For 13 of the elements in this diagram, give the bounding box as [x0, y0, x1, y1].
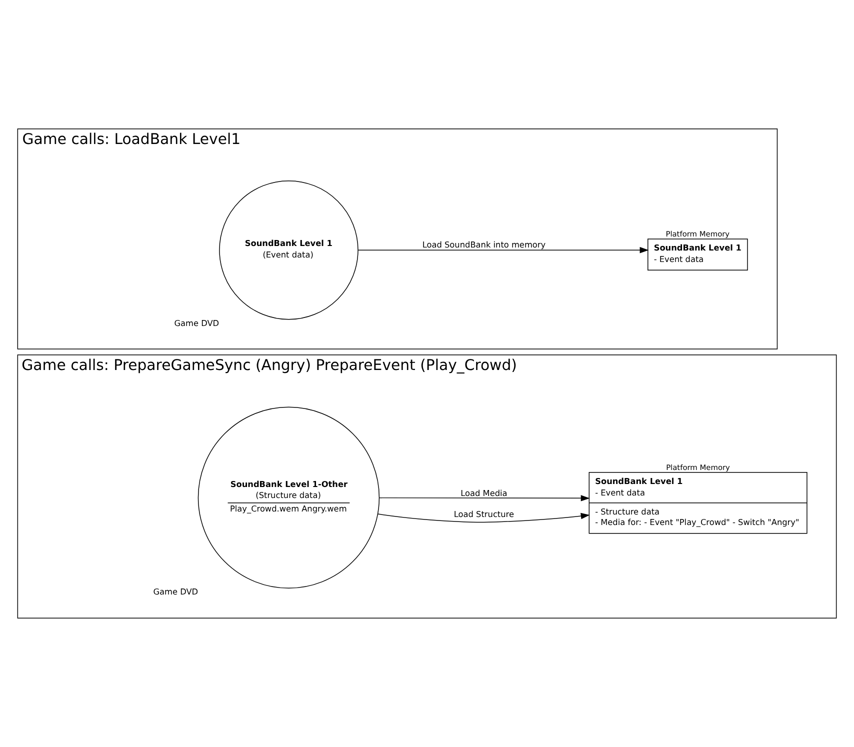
node-circle: SoundBank Level 1 (Event data): [219, 180, 358, 320]
node-circle: SoundBank Level 1-Other (Structure data) Play_Crowd.wem Angry.wem: [198, 406, 380, 589]
arrow: [377, 512, 590, 523]
arrow: [378, 495, 590, 502]
edge-label: Load Structure: [454, 508, 514, 519]
node-label: Game DVD: [153, 586, 198, 597]
node-label: Platform Memory: [666, 230, 730, 239]
edge-label: Load Media: [460, 488, 508, 498]
edge-label: Load SoundBank into memory: [422, 240, 546, 250]
node-label: Game DVD: [174, 318, 220, 328]
arrow: [358, 246, 649, 254]
node-label: Platform Memory: [666, 463, 730, 472]
node-box: SoundBank Level 1 - Event data: [648, 238, 748, 271]
